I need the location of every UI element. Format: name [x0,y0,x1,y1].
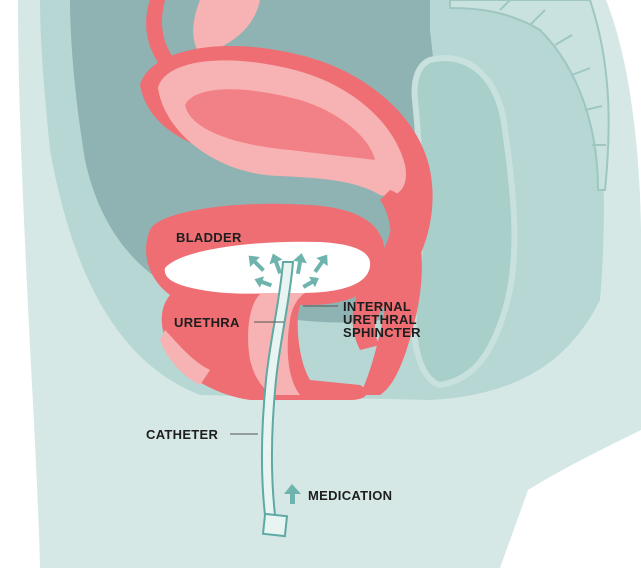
bladder-label: BLADDER [176,231,242,244]
internal-urethral-sphincter-label: INTERNAL URETHRAL SPHINCTER [343,300,421,339]
catheter-tip [263,514,287,536]
urethra-label: URETHRA [174,316,240,329]
medication-label: MEDICATION [308,489,392,502]
sphincter-label-line-3: SPHINCTER [343,326,421,339]
catheter-label: CATHETER [146,428,218,441]
